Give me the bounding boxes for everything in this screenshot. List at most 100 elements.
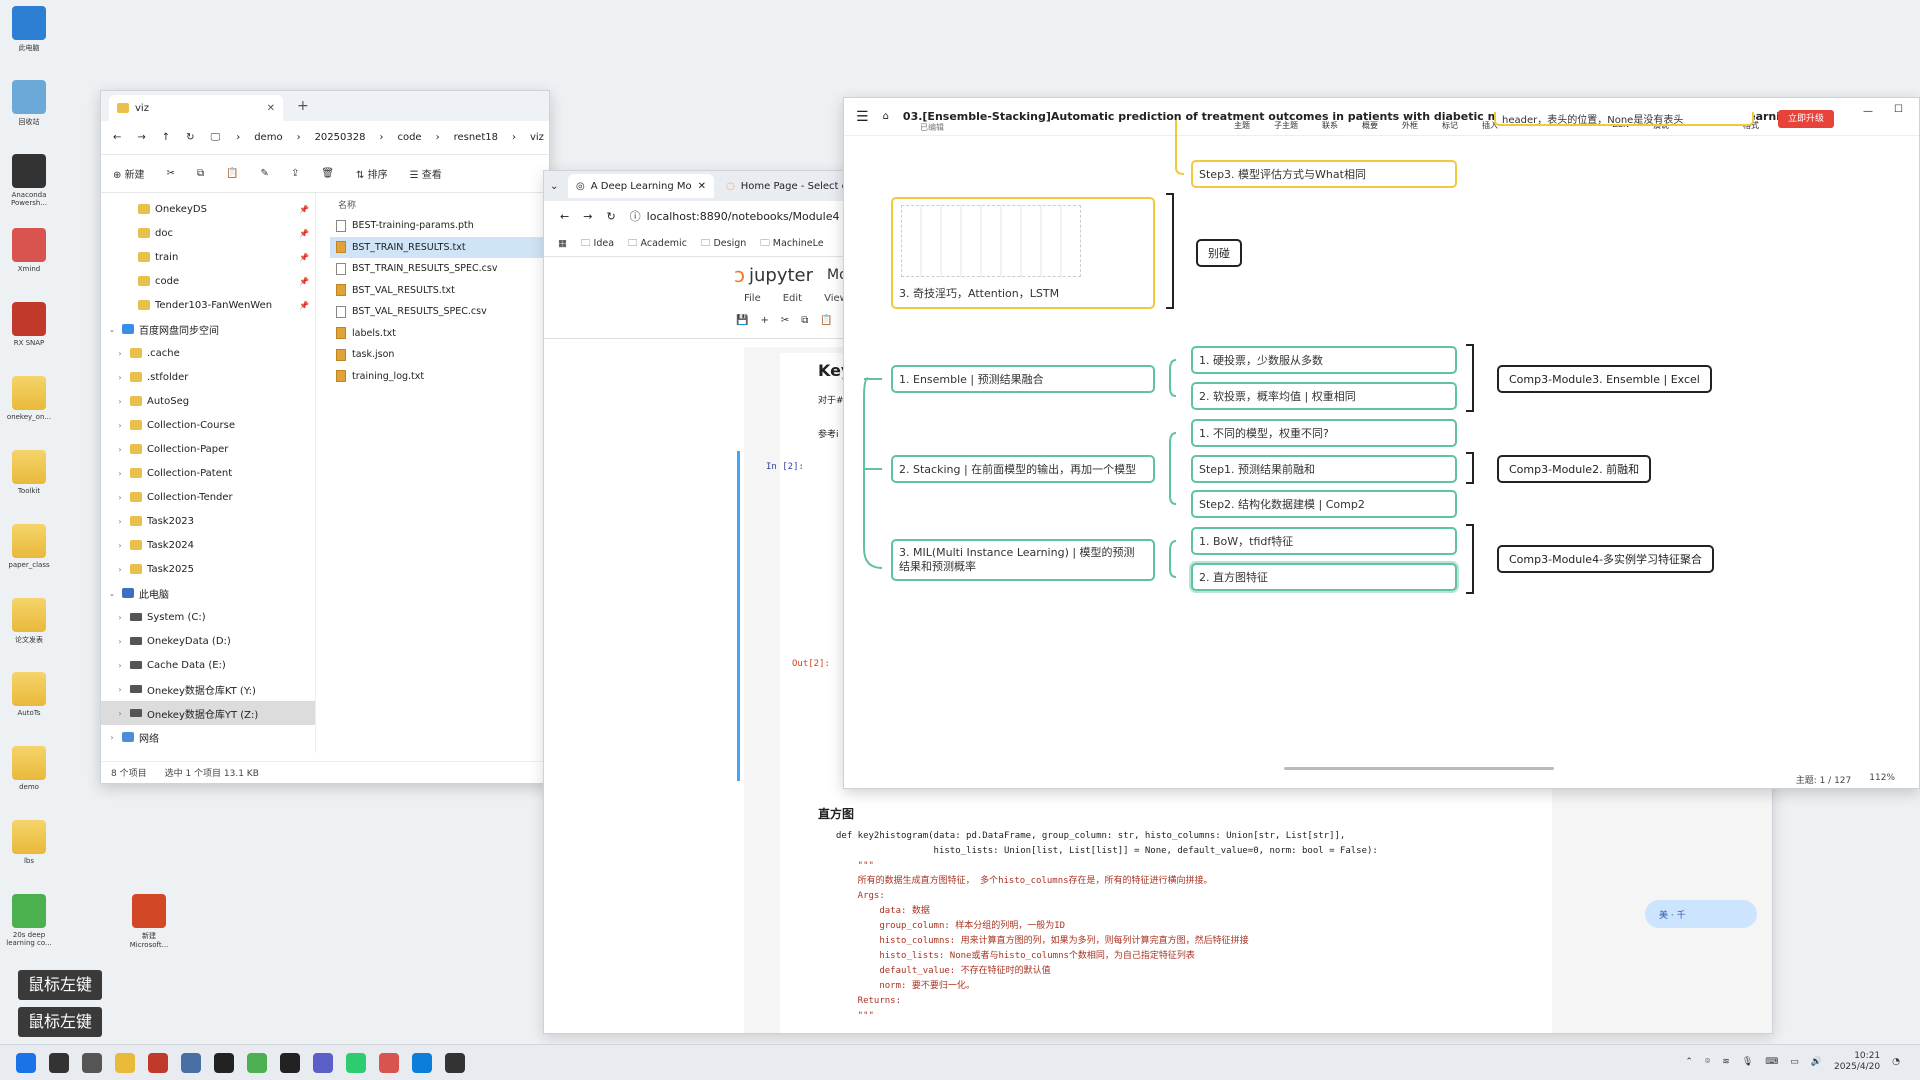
desktop-icon[interactable]: lbs [4,820,54,865]
notebook-title[interactable]: Mo [827,267,848,283]
nav-item[interactable]: ›System (C:) [101,605,315,629]
copy-icon[interactable]: ⧉ [196,168,205,179]
windows-icon[interactable] [16,1052,36,1073]
cmd-icon[interactable] [445,1052,465,1073]
desktop-icon[interactable]: paper_class [4,524,54,569]
paste-icon[interactable]: 📋 [820,315,833,326]
desktop-icon[interactable]: demo [4,746,54,791]
chevron-down-icon[interactable]: ⌄ [108,588,116,598]
topic-node[interactable]: Step3. 模型评估方式与What相同 [1191,160,1457,188]
file-item[interactable]: BST_VAL_RESULTS_SPEC.csv [330,301,549,323]
nav-item[interactable]: ›Onekey数据仓库YT (Z:) [101,701,315,725]
desktop-icon[interactable]: 20s deep learning co... [4,894,54,947]
topic-node-selected[interactable]: 2. 直方图特征 [1191,563,1457,591]
breadcrumb-item[interactable]: 20250328 [314,132,366,143]
explorer-icon[interactable] [115,1052,135,1073]
back-icon[interactable]: ← [560,209,570,223]
nav-item[interactable]: ›Cache Data (E:) [101,653,315,677]
desktop-icon[interactable]: Toolkit [4,450,54,495]
nav-item[interactable]: doc📌 [101,221,315,245]
chevron-right-icon[interactable]: › [118,612,122,622]
tool-summary[interactable]: 概要 [1362,121,1378,130]
chevron-up-icon[interactable]: ⌃ [1685,1057,1693,1067]
zoom-level[interactable]: 112% [1869,773,1895,783]
topic-node[interactable]: Step1. 预测结果前融和 [1191,455,1457,483]
desktop-icon[interactable]: 此电脑 [4,6,54,53]
nav-item[interactable]: ›Onekey数据仓库KT (Y:) [101,677,315,701]
nav-item[interactable]: train📌 [101,245,315,269]
keyboard-icon[interactable]: ⌨ [1765,1057,1779,1067]
menu-edit[interactable]: Edit [782,293,803,304]
chevron-right-icon[interactable]: › [118,540,122,550]
jupyter-app-name[interactable]: jupyter [749,264,814,286]
wifi-icon[interactable]: ≋ [1722,1057,1730,1067]
chevron-right-icon[interactable]: › [118,444,122,454]
cut-icon[interactable]: ✂ [780,315,790,326]
rename-icon[interactable]: ✎ [260,168,269,179]
tool-insert[interactable]: 插入 [1482,121,1498,130]
notification-icon[interactable]: ◔ [1892,1057,1900,1067]
add-cell-icon[interactable]: + [760,315,769,326]
topic-node[interactable]: header，表头的位置，None是没有表头 [1494,112,1754,126]
topic-node[interactable]: 1. 硬投票，少数服从多数 [1191,346,1457,374]
bookmark-item[interactable]: 🗀 MachineLe [760,237,824,249]
breadcrumb[interactable]: › demo › 20250328 › code › resnet18 › vi… [236,132,544,143]
new-button[interactable]: ⊕ 新建 [113,166,145,181]
copy-icon[interactable]: ⧉ [801,315,809,326]
close-icon[interactable]: ✕ [697,180,707,192]
file-item[interactable]: BST_VAL_RESULTS.txt [330,280,549,302]
topic-node[interactable]: 2. Stacking | 在前面模型的输出，再加一个模型 [891,455,1155,483]
chevron-right-icon[interactable]: › [118,348,122,358]
nav-item[interactable]: ›Task2023 [101,509,315,533]
desktop-icon[interactable]: onekey_on... [4,376,54,421]
menu-icon[interactable]: ☰ [856,108,869,125]
column-header-name[interactable]: 名称 [338,200,357,211]
search-icon[interactable] [49,1052,69,1073]
nav-item[interactable]: ›Collection-Course [101,413,315,437]
refresh-icon[interactable]: ↻ [606,209,616,223]
bookmark-item[interactable]: 🗀 Academic [628,237,687,249]
xmind-icon[interactable] [379,1052,399,1073]
minimize-icon[interactable]: — [1863,106,1873,117]
desktop-icon[interactable]: AutoTs [4,672,54,717]
explorer-tab[interactable]: viz ✕ [109,95,283,121]
volume-icon[interactable]: 🔊 [1810,1057,1822,1067]
tool-topic[interactable]: 主题 [1234,121,1250,130]
file-item[interactable]: task.json [330,344,549,366]
taskview-icon[interactable] [82,1052,102,1073]
chevron-right-icon[interactable]: › [118,492,122,502]
sort-button[interactable]: ⇅ 排序 [356,170,388,181]
tool-boundary[interactable]: 外框 [1402,121,1418,130]
file-item[interactable]: BEST-training-params.pth [330,215,549,237]
chevron-right-icon[interactable]: › [118,516,122,526]
refresh-icon[interactable]: ↻ [186,132,195,143]
horizontal-scrollbar[interactable] [1284,767,1554,770]
breadcrumb-item[interactable]: viz [529,132,544,143]
back-icon[interactable]: ← [113,132,122,143]
chevron-right-icon[interactable]: › [118,372,122,382]
save-icon[interactable]: 💾 [736,315,749,326]
topic-node[interactable]: 3. MIL(Multi Instance Learning) | 模型的预测 … [891,539,1155,581]
terminal-icon[interactable] [214,1052,234,1073]
delete-icon[interactable]: 🗑 [321,168,335,179]
desktop-icon[interactable]: RX SNAP [4,302,54,347]
menu-view[interactable]: View [824,293,848,304]
chevron-right-icon[interactable]: › [118,564,122,574]
nav-item[interactable]: ›Collection-Patent [101,461,315,485]
network-icon[interactable]: ⌾ [1704,1057,1711,1067]
bookmark-item[interactable]: 🗀 Idea [580,237,615,249]
code-cell[interactable]: def key2histogram(data: pd.DataFrame, gr… [836,829,1656,1024]
mic-icon[interactable]: 🎙 [1741,1057,1754,1067]
nav-item[interactable]: ›OnekeyData (D:) [101,629,315,653]
breadcrumb-item[interactable]: demo [254,132,283,143]
chevron-right-icon[interactable]: › [118,708,122,718]
cut-icon[interactable]: ✂ [166,168,175,179]
apps-icon[interactable]: ▦ [558,238,567,249]
terminal-dark-icon[interactable] [280,1052,300,1073]
desktop-icon[interactable]: Xmind [4,228,54,273]
nav-item[interactable]: ›AutoSeg [101,389,315,413]
teams-icon[interactable] [313,1052,333,1073]
new-tab-icon[interactable]: + [297,98,309,114]
tool-marker[interactable]: 标记 [1442,121,1458,130]
file-item[interactable]: training_log.txt [330,366,549,388]
